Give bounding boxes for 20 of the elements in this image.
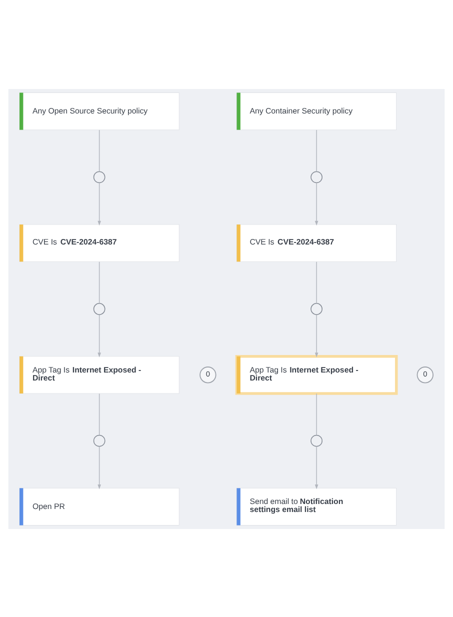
node-circle: [93, 434, 106, 446]
arrow: [98, 314, 101, 357]
connector: [98, 260, 100, 304]
node-circle: 0: [416, 366, 434, 383]
node-circle: [310, 302, 322, 314]
connector: [98, 129, 100, 172]
node-circle: [93, 302, 106, 314]
connector: [316, 392, 317, 435]
arrow: [314, 446, 318, 489]
node-circle: [310, 434, 322, 446]
connector: [98, 392, 100, 435]
arrow: [98, 182, 101, 226]
connector: [316, 260, 317, 304]
node-circle: 0: [200, 366, 216, 383]
node-circle: [93, 170, 106, 183]
node-circle: [310, 170, 322, 183]
arrow: [314, 314, 318, 357]
connector: [316, 129, 317, 172]
arrow: [314, 182, 318, 226]
arrow: [98, 446, 101, 489]
